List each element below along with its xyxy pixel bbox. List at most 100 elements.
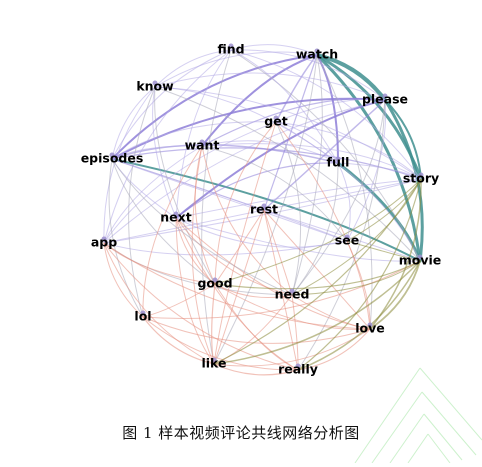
edge-get-story <box>275 121 422 180</box>
edge-good-app <box>103 242 216 285</box>
edge-app-rest <box>103 209 265 244</box>
node-see: see <box>335 233 359 248</box>
node-find: find <box>217 42 244 57</box>
edge-watch-episodes <box>111 54 318 160</box>
node-like-label: like <box>201 356 226 371</box>
edge-find-watch <box>230 44 318 56</box>
edge-good-story <box>214 178 422 285</box>
edge-love-see <box>346 240 371 330</box>
edge-watch-want <box>201 54 318 147</box>
edge-like-good <box>211 283 216 365</box>
edge-love-get <box>275 121 371 330</box>
edge-rest-see <box>263 209 348 242</box>
edge-good-get <box>214 121 277 285</box>
edge-want-episodes <box>111 145 203 160</box>
edge-next-story <box>175 178 422 219</box>
edge-watch-need <box>291 54 323 296</box>
edge-like-app <box>103 242 215 365</box>
node-really-dot <box>295 363 301 369</box>
watermark-lines <box>354 367 482 464</box>
edge-full-see <box>337 162 351 242</box>
node-story: story <box>403 171 439 186</box>
node-full: full <box>327 155 350 170</box>
edge-know-episodes <box>111 86 156 160</box>
edge-know-watch <box>154 51 318 88</box>
edge-lol-know <box>128 86 156 318</box>
node-get-dot <box>273 115 279 121</box>
node-love: love <box>355 321 385 336</box>
edge-like-next <box>175 217 215 365</box>
edge-lol-episodes <box>108 158 144 318</box>
edge-need-movie <box>291 260 421 296</box>
node-lol: lol <box>134 309 151 324</box>
edge-episodes-see <box>111 158 348 242</box>
edge-like-movie <box>213 260 421 365</box>
edge-lol-app <box>103 242 144 318</box>
edge-find-know <box>154 49 232 88</box>
node-love-label: love <box>355 321 385 336</box>
edge-rest-story <box>263 178 422 211</box>
edge-know-movie <box>154 86 421 262</box>
node-movie: movie <box>399 253 442 268</box>
edge-love-movie <box>369 260 421 330</box>
edge-know-story <box>154 86 422 180</box>
edge-see-movie <box>346 240 421 262</box>
node-want-dot <box>199 139 205 145</box>
node-get-label: get <box>264 114 287 129</box>
node-need-label: need <box>275 287 310 302</box>
node-good-label: good <box>197 276 232 291</box>
node-need: need <box>275 287 310 302</box>
edge-episodes-need <box>111 158 293 296</box>
node-really: really <box>278 362 318 377</box>
node-next-dot <box>173 211 179 217</box>
edge-want-please <box>201 98 386 147</box>
edge-want-full <box>201 140 339 164</box>
edge-episodes-movie <box>111 158 421 262</box>
edge-really-love <box>297 328 371 371</box>
node-movie-dot <box>417 254 423 260</box>
edge-know-good <box>154 86 216 285</box>
edge-next-movie <box>175 217 421 262</box>
node-good: good <box>197 276 232 291</box>
edge-lol-good <box>142 283 216 318</box>
edge-need-story <box>291 178 422 296</box>
edge-please-need <box>291 99 386 296</box>
edge-want-app <box>103 145 203 244</box>
edge-find-like <box>201 49 232 365</box>
node-get: get <box>264 114 287 129</box>
edge-rest-movie <box>263 209 421 262</box>
edge-really-rest <box>263 209 299 371</box>
edge-watch-full <box>316 54 340 164</box>
edge-good-episodes <box>111 158 216 285</box>
edges-layer <box>103 44 424 376</box>
node-find-dot <box>228 43 234 49</box>
node-episodes-label: episodes <box>81 151 144 166</box>
node-next: next <box>160 210 191 225</box>
node-find-label: find <box>217 42 244 57</box>
node-like-dot <box>211 357 217 363</box>
edge-get-app <box>103 121 277 244</box>
node-episodes: episodes <box>81 151 144 166</box>
edge-good-want <box>194 145 216 285</box>
node-please-label: please <box>362 92 408 107</box>
edge-watch-get <box>275 54 318 123</box>
node-rest-dot <box>261 203 267 209</box>
edge-watch-rest <box>263 54 318 211</box>
node-really-label: really <box>278 362 318 377</box>
figure-caption: 图 1 样本视频评论共线网络分析图 <box>122 424 360 442</box>
edge-lol-movie <box>142 260 421 319</box>
node-see-dot <box>344 234 350 240</box>
node-story-dot <box>418 172 424 178</box>
edge-like-watch <box>213 54 318 365</box>
node-need-dot <box>289 288 295 294</box>
edge-please-story <box>384 99 422 180</box>
edge-lol-like <box>142 316 215 365</box>
edge-really-story <box>297 178 422 371</box>
edge-see-story <box>346 178 422 242</box>
node-rest: rest <box>250 202 278 217</box>
edge-get-full <box>275 121 339 164</box>
edge-full-need <box>291 162 339 296</box>
